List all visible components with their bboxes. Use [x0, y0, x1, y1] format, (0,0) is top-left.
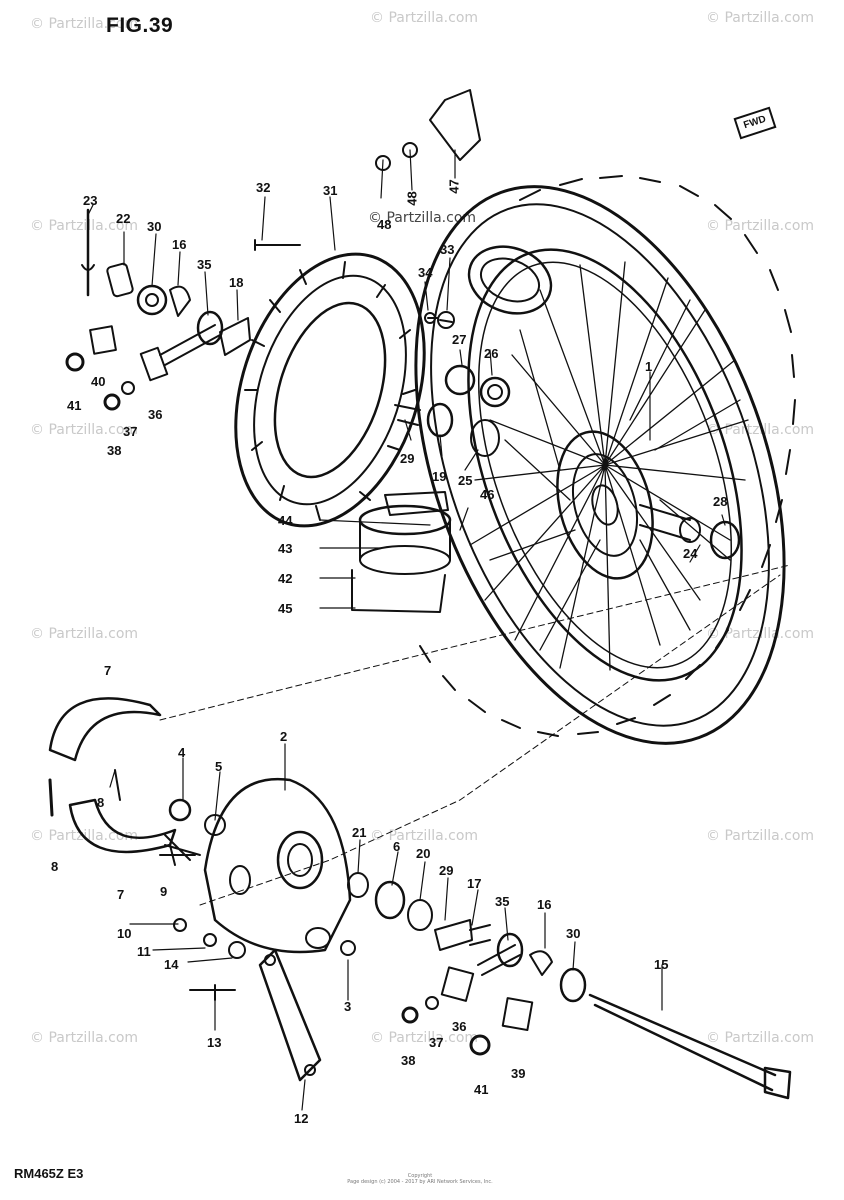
- callout-16[interactable]: 16: [537, 897, 552, 912]
- callout-35[interactable]: 35: [197, 257, 212, 272]
- figure-title: FIG.39: [106, 14, 174, 37]
- callout-38[interactable]: 38: [107, 443, 122, 458]
- callout-20[interactable]: 20: [416, 846, 431, 861]
- callout-15[interactable]: 15: [654, 957, 669, 972]
- callout-37[interactable]: 37: [429, 1035, 444, 1050]
- callout-41[interactable]: 41: [67, 398, 82, 413]
- callout-4[interactable]: 4: [178, 745, 186, 760]
- callout-36[interactable]: 36: [148, 407, 163, 422]
- callout-7[interactable]: 7: [117, 887, 125, 902]
- callout-33[interactable]: 33: [440, 242, 455, 257]
- callout-16[interactable]: 16: [172, 237, 187, 252]
- rear-wheel-illustration: [414, 175, 796, 745]
- callout-9[interactable]: 9: [160, 884, 168, 899]
- rear-sprocket: [234, 252, 426, 528]
- copyright-notice: Copyright Page design (c) 2004 - 2017 by…: [300, 1173, 540, 1185]
- callout-46[interactable]: 46: [480, 487, 495, 502]
- callout-13[interactable]: 13: [207, 1035, 222, 1050]
- callout-6[interactable]: 6: [393, 839, 401, 854]
- callout-37[interactable]: 37: [123, 424, 138, 439]
- callout-12[interactable]: 12: [294, 1111, 309, 1126]
- callout-39[interactable]: 39: [511, 1066, 526, 1081]
- rim-lock-assembly: [351, 491, 452, 613]
- callout-30[interactable]: 30: [566, 926, 581, 941]
- callout-2[interactable]: 2: [280, 729, 288, 744]
- callout-45[interactable]: 45: [278, 601, 293, 616]
- callout-27[interactable]: 27: [452, 332, 467, 347]
- brake-shoe-set: [48, 697, 201, 861]
- callout-29[interactable]: 29: [400, 451, 415, 466]
- callout-48[interactable]: 48: [404, 191, 420, 206]
- copyright-line: Page design (c) 2004 - 2017 by ARI Netwo…: [347, 1179, 493, 1185]
- callout-3[interactable]: 3: [344, 999, 352, 1014]
- brake-panel: [159, 777, 356, 1001]
- callout-43[interactable]: 43: [278, 541, 293, 556]
- callout-24[interactable]: 24: [683, 546, 698, 561]
- callout-1[interactable]: 1: [645, 359, 653, 374]
- callout-18[interactable]: 18: [229, 275, 244, 290]
- model-code-label: RM465Z E3: [14, 1166, 84, 1181]
- callout-35[interactable]: 35: [495, 894, 510, 909]
- callout-31[interactable]: 31: [323, 183, 338, 198]
- callout-40[interactable]: 40: [91, 374, 106, 389]
- callout-22[interactable]: 22: [116, 211, 131, 226]
- callout-28[interactable]: 28: [713, 494, 728, 509]
- callout-21[interactable]: 21: [352, 825, 367, 840]
- callout-11[interactable]: 11: [137, 944, 151, 959]
- chain-adjuster-hardware-lower: [347, 872, 792, 1100]
- callout-47[interactable]: 47: [446, 179, 462, 194]
- callout-19[interactable]: 19: [432, 469, 447, 484]
- callout-26[interactable]: 26: [484, 346, 499, 361]
- callout-44[interactable]: 44: [278, 513, 293, 528]
- brake-arm: [258, 948, 322, 1082]
- copyright-line: Copyright: [407, 1173, 433, 1179]
- callout-29[interactable]: 29: [439, 863, 454, 878]
- callout-42[interactable]: 42: [278, 571, 293, 586]
- callout-34[interactable]: 34: [418, 265, 433, 280]
- callout-48[interactable]: 48: [377, 217, 392, 232]
- callout-38[interactable]: 38: [401, 1053, 416, 1068]
- callout-41[interactable]: 41: [474, 1082, 489, 1097]
- chain-adjuster-hardware-upper: [65, 89, 511, 457]
- callout-25[interactable]: 25: [458, 473, 473, 488]
- callout-7[interactable]: 7: [104, 663, 112, 678]
- callout-8[interactable]: 8: [51, 859, 59, 874]
- callout-36[interactable]: 36: [452, 1019, 467, 1034]
- callout-30[interactable]: 30: [147, 219, 162, 234]
- callout-8[interactable]: 8: [97, 795, 105, 810]
- callout-23[interactable]: 23: [83, 193, 98, 208]
- callout-10[interactable]: 10: [117, 926, 132, 941]
- callout-5[interactable]: 5: [215, 759, 223, 774]
- callout-14[interactable]: 14: [164, 957, 179, 972]
- callout-32[interactable]: 32: [256, 180, 271, 195]
- callout-17[interactable]: 17: [467, 876, 482, 891]
